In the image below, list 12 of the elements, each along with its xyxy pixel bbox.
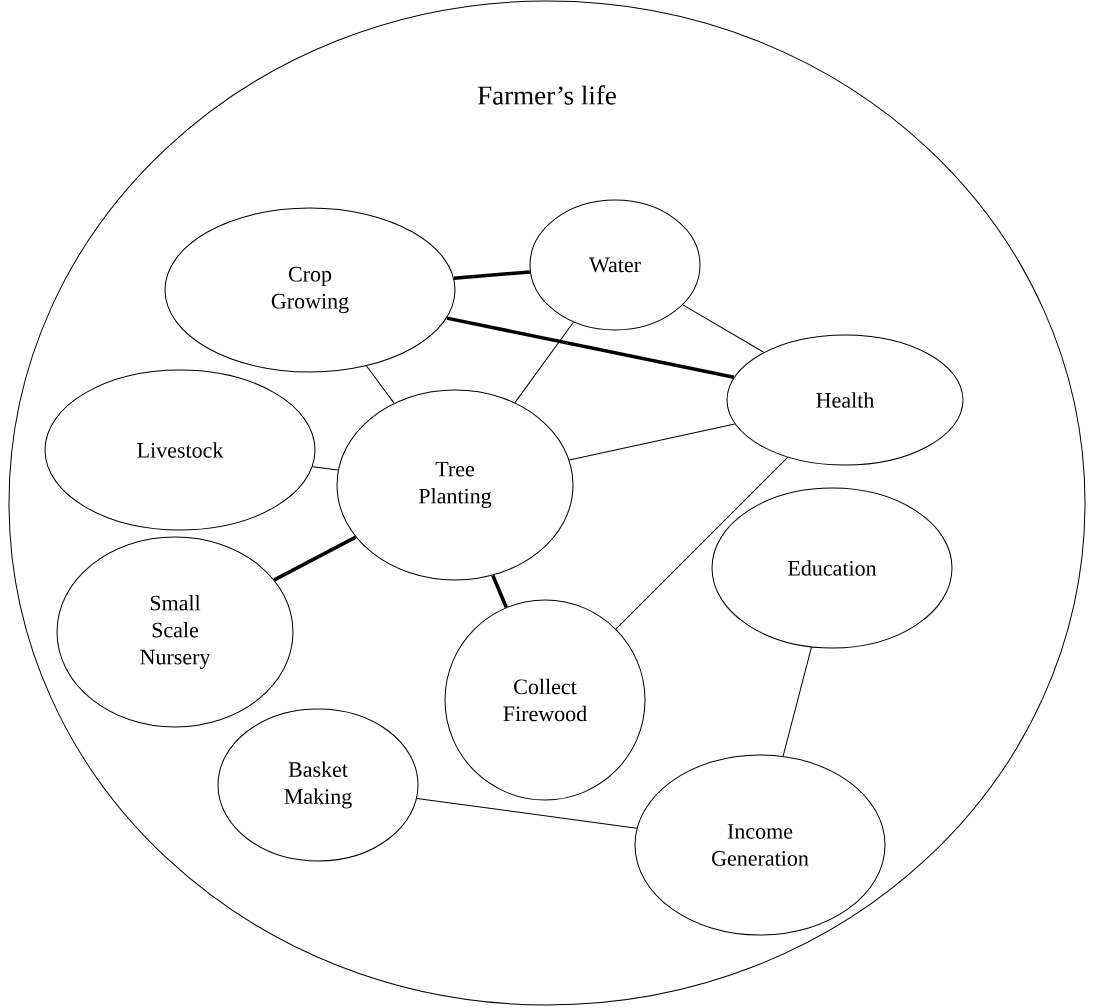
connector-line	[615, 456, 789, 630]
connector-line	[491, 574, 508, 608]
connector-line	[416, 797, 638, 829]
connector-line	[312, 466, 339, 471]
connector-line	[782, 646, 812, 757]
connector-line	[568, 423, 736, 461]
connector-line	[514, 321, 574, 404]
connector-line	[682, 304, 765, 353]
connector-line	[453, 270, 531, 280]
connector-line	[273, 535, 357, 582]
connector-line	[366, 365, 395, 404]
connector-line	[446, 316, 735, 379]
